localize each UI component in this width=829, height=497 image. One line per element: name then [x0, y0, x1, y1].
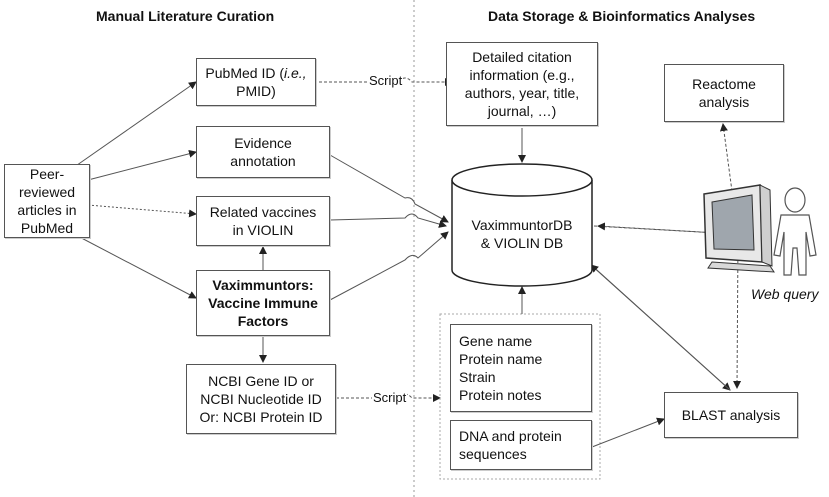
sequences-text: DNA and protein sequences: [459, 428, 562, 462]
blast-analysis-node: BLAST analysis: [664, 392, 798, 438]
related-vaccines-node: Related vaccines in VIOLIN: [196, 196, 330, 246]
evidence-annotation-text: Evidence annotation: [230, 135, 296, 169]
pubmed-id-ie: i.e.,: [284, 65, 307, 81]
pubmed-id-node: PubMed ID (i.e., PMID): [196, 58, 316, 106]
peer-reviewed-articles-node: Peer-reviewed articles in PubMed: [4, 164, 90, 238]
gene-info-text: Gene name Protein name Strain Protein no…: [459, 333, 543, 403]
ncbi-ids-text: NCBI Gene ID or NCBI Nucleotide ID Or: N…: [199, 373, 323, 425]
ncbi-ids-node: NCBI Gene ID or NCBI Nucleotide ID Or: N…: [186, 364, 336, 434]
person-icon: [773, 187, 817, 276]
right-section-heading: Data Storage & Bioinformatics Analyses: [488, 8, 756, 24]
vaximmuntors-text: Vaximmuntors: Vaccine Immune Factors: [208, 277, 318, 329]
related-vaccines-text: Related vaccines in VIOLIN: [209, 204, 317, 238]
sequences-node: DNA and protein sequences: [450, 420, 592, 470]
evidence-annotation-node: Evidence annotation: [196, 126, 330, 178]
pubmed-id-suffix: PMID): [236, 83, 276, 99]
left-section-heading: Manual Literature Curation: [96, 8, 275, 24]
database-cylinder: [451, 163, 593, 287]
gene-info-node: Gene name Protein name Strain Protein no…: [450, 324, 592, 412]
peer-reviewed-articles-text: Peer-reviewed articles in PubMed: [17, 166, 77, 236]
citation-info-node: Detailed citation information (e.g., aut…: [446, 42, 598, 126]
vaximmuntors-node: Vaximmuntors: Vaccine Immune Factors: [196, 270, 330, 336]
reactome-analysis-node: Reactome analysis: [664, 64, 784, 122]
citation-info-text: Detailed citation information (e.g., aut…: [464, 49, 580, 119]
web-query-label: Web query: [750, 286, 820, 302]
reactome-analysis-text: Reactome analysis: [692, 76, 756, 110]
database-node: VaximmuntorDB & VIOLIN DB: [452, 196, 592, 272]
pubmed-id-prefix: PubMed ID (: [205, 65, 284, 81]
script-label-top: Script: [368, 73, 404, 88]
blast-analysis-text: BLAST analysis: [681, 407, 781, 423]
database-text: VaximmuntorDB & VIOLIN DB: [471, 217, 573, 251]
computer-monitor-icon: [703, 184, 775, 273]
script-label-bottom: Script: [372, 390, 408, 405]
pubmed-id-text: PubMed ID (i.e., PMID): [205, 64, 306, 100]
